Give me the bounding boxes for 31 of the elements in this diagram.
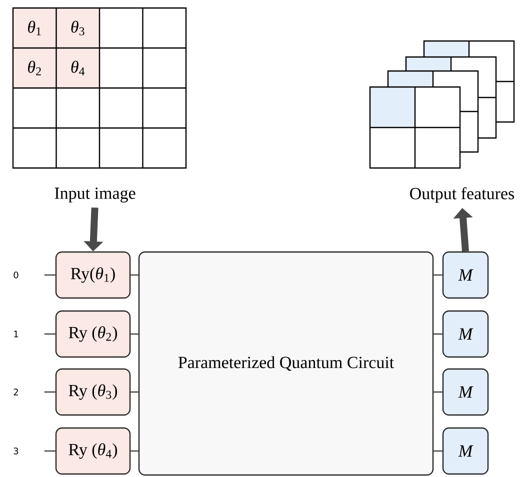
gate-box: Ry (θ$_{2}$) [55, 310, 131, 358]
cell-label: θ$_{4}$ [71, 60, 85, 76]
wire [130, 450, 138, 452]
measurement-box: M [442, 427, 489, 475]
wire-number: 1 [14, 330, 18, 338]
wire-number: 0 [14, 272, 18, 278]
gate-box: Ry(θ$_{1}$) [55, 251, 131, 299]
measurement-box: M [442, 251, 489, 299]
wire [44, 333, 56, 335]
cell-label: θ$_{3}$ [71, 20, 84, 36]
wire [434, 274, 442, 276]
wire [44, 274, 56, 276]
wire [434, 450, 442, 452]
wire [434, 333, 442, 335]
gate-box: Ry (θ$_{3}$) [55, 368, 131, 416]
circuit-box: Parameterized Quantum Circuit [138, 251, 434, 476]
wire [44, 391, 56, 393]
measurement-box: M [442, 310, 489, 358]
caption-text: Output features [410, 187, 514, 203]
wire [130, 274, 138, 276]
wire-number: 3 [14, 448, 18, 454]
measurement-box: M [442, 368, 489, 416]
wire [130, 333, 138, 335]
wire [44, 450, 56, 452]
gate-box: Ry (θ$_{4}$) [55, 427, 131, 475]
wire [130, 391, 138, 393]
wire [434, 391, 442, 393]
wire-number: 2 [14, 388, 18, 396]
cell-label: θ$_{2}$ [28, 60, 41, 76]
cell-label: θ$_{1}$ [28, 20, 41, 36]
caption-text: Input image [54, 188, 136, 202]
